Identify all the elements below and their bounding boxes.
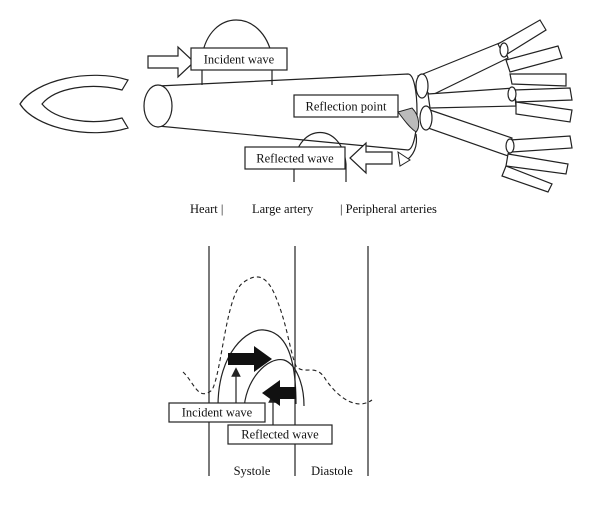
peripheral-arteries bbox=[415, 19, 573, 193]
summed-pressure-dashed-curve bbox=[182, 276, 373, 405]
region-large-artery-label: Large artery bbox=[252, 202, 314, 216]
systole-label: Systole bbox=[234, 464, 271, 478]
reflected-wave-label-bottom: Reflected wave bbox=[241, 428, 319, 442]
reflected-wave-box-bottom bbox=[227, 424, 333, 445]
incident-direction-arrow-bottom bbox=[228, 346, 272, 372]
incident-wave-arc bbox=[217, 329, 297, 407]
incident-wave-label-bottom: Incident wave bbox=[182, 406, 253, 420]
reflection-point-box bbox=[293, 94, 399, 118]
region-peripheral-label: | Peripheral arteries bbox=[340, 202, 437, 216]
heart-shape bbox=[19, 74, 129, 134]
diastole-label: Diastole bbox=[311, 464, 353, 478]
reflected-direction-arrow bbox=[349, 141, 393, 175]
reflected-wave-box-top bbox=[244, 146, 346, 170]
incident-wave-box-top bbox=[190, 47, 288, 71]
incident-wave-label-top: Incident wave bbox=[204, 53, 275, 67]
incident-direction-arrow bbox=[147, 45, 195, 79]
region-heart-label: Heart | bbox=[190, 202, 223, 216]
incident-wave-box-bottom bbox=[168, 402, 266, 423]
reflected-wave-label-top: Reflected wave bbox=[256, 152, 334, 166]
reflected-wave-arc bbox=[243, 359, 305, 413]
reflection-point-label: Reflection point bbox=[306, 100, 387, 114]
reflected-direction-arrow-bottom bbox=[262, 380, 296, 406]
large-artery-tube bbox=[143, 73, 418, 151]
reflection-marker bbox=[397, 107, 420, 167]
